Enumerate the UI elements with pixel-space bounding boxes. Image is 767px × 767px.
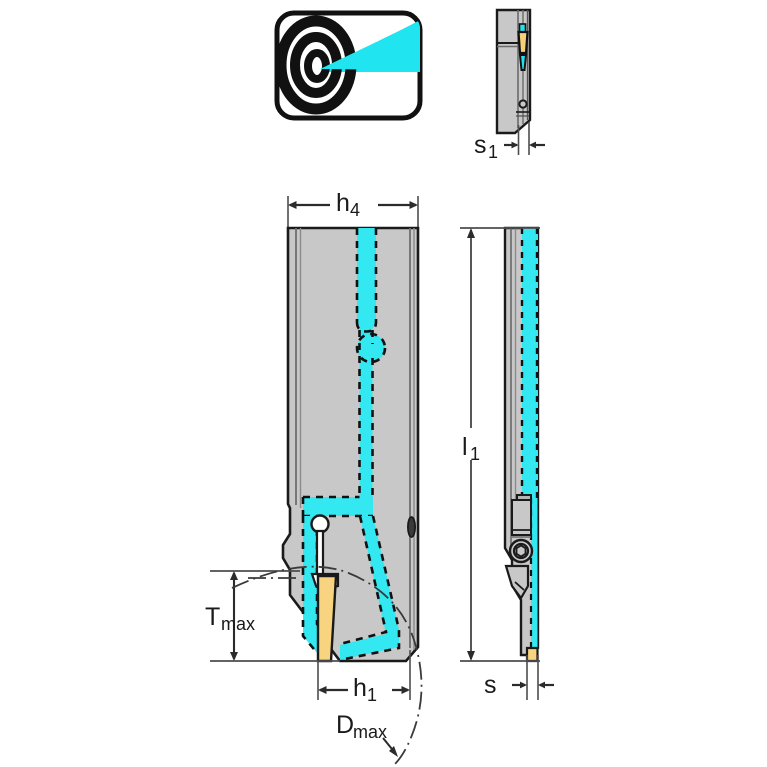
dim-dmax: D max (336, 711, 398, 757)
dim-h1: h 1 (317, 650, 411, 705)
dim-l1: l 1 (458, 227, 540, 662)
dim-label-tmax: T (205, 603, 220, 631)
front-view: h 4 (205, 189, 423, 767)
dim-label-s: s (484, 671, 497, 699)
dim-label-dmax-sub: max (353, 722, 387, 742)
dim-label-h1-sub: 1 (367, 685, 377, 705)
dim-h4: h 4 (287, 189, 419, 232)
dim-label-h1: h (353, 674, 367, 702)
dim-s: s (484, 655, 554, 700)
clamp-screw (508, 538, 534, 564)
dim-label-l1-sub: 1 (470, 444, 480, 464)
dim-label-h4-sub: 4 (350, 200, 360, 220)
top-detail-view: s 1 (474, 8, 545, 162)
dim-label-l1: l (462, 433, 468, 461)
dim-label-dmax: D (336, 711, 354, 739)
dim-label-tmax-sub: max (221, 614, 255, 634)
clamp-slot (406, 516, 416, 538)
internal-coolant-icon (274, 10, 423, 121)
dim-label-h4: h (336, 189, 350, 217)
side-coolant-region (522, 228, 538, 498)
dim-label-s1: s (474, 131, 487, 159)
side-cutting-insert (525, 646, 539, 663)
side-view: l 1 s (458, 226, 554, 700)
dim-label-s1-sub: 1 (488, 142, 498, 162)
coolant-channel-hidden-outline (355, 228, 378, 333)
clamp-pin (310, 514, 330, 577)
